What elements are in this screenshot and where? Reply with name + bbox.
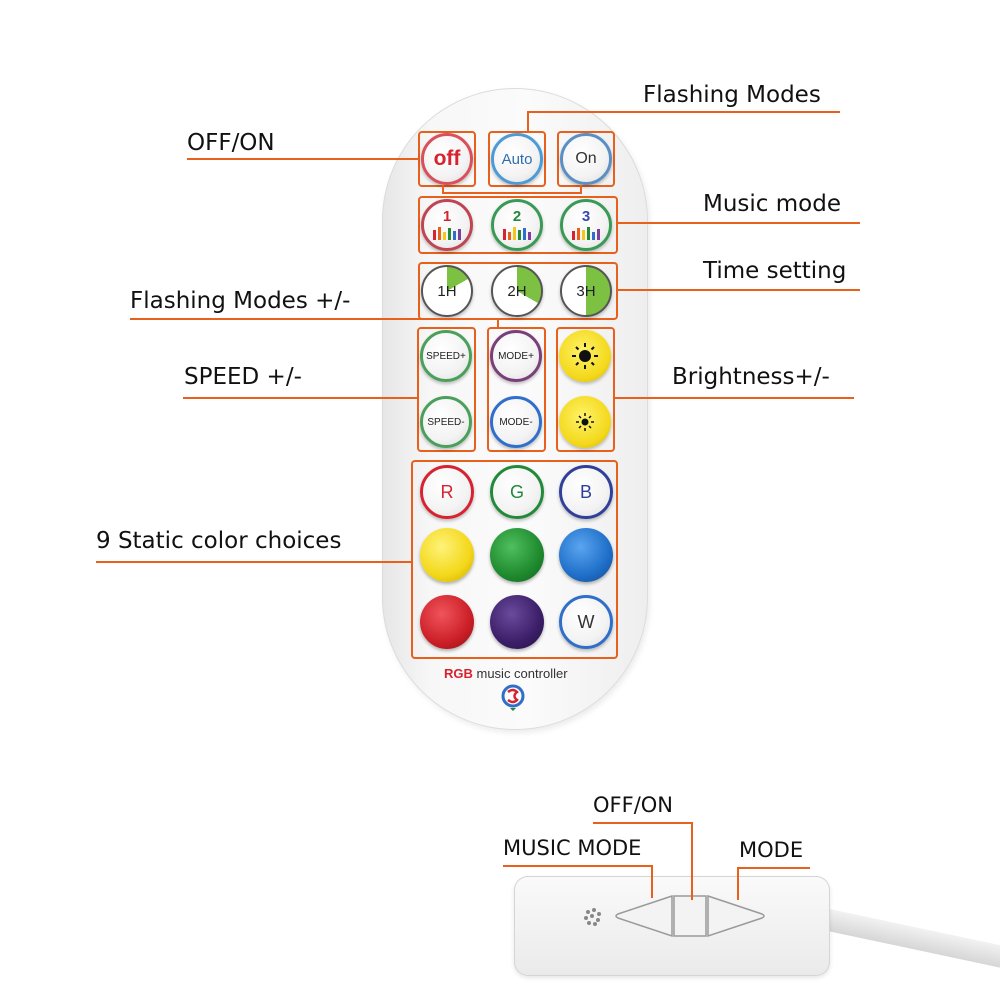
mode-down-label: MODE- — [499, 416, 533, 428]
leader-ctrl-music-mode-drop — [651, 865, 653, 898]
label-time-setting: Time setting — [703, 258, 847, 284]
music-mode-2-button[interactable]: 2 — [491, 199, 543, 251]
mode-frame — [487, 327, 546, 452]
red-button[interactable]: R — [420, 465, 474, 519]
label-flashing-modes: Flashing Modes — [643, 82, 821, 108]
brightness-frame — [556, 327, 615, 452]
leader-time-setting — [617, 289, 860, 291]
leader-flashing-modes-drop — [527, 111, 529, 133]
mode-down-button[interactable]: MODE- — [490, 396, 542, 448]
mode-up-label: MODE+ — [498, 350, 534, 362]
equalizer-icon — [503, 227, 531, 240]
off-button-label: off — [433, 147, 461, 170]
music-mode-1-button[interactable]: 1 — [421, 199, 473, 251]
red-label: R — [440, 481, 454, 502]
timer-3h-button[interactable]: 3H — [560, 265, 612, 317]
label-ctrl-mode: MODE — [739, 838, 804, 862]
green-color-button[interactable] — [490, 528, 544, 582]
leader-ctrl-mode — [738, 867, 810, 869]
sky-blue-color-button[interactable] — [559, 528, 613, 582]
sun-small-icon — [576, 413, 594, 431]
mode-up-button[interactable]: MODE+ — [490, 330, 542, 382]
label-ctrl-off-on: OFF/ON — [593, 793, 674, 817]
leader-ctrl-music-mode — [503, 865, 653, 867]
leader-off-on-bridge — [442, 192, 582, 194]
remote-caption: RGB music controller — [444, 666, 568, 681]
timer-1h-label: 1H — [437, 282, 457, 300]
speed-frame — [417, 327, 476, 452]
label-flashing-modes-pm: Flashing Modes +/- — [130, 288, 351, 314]
equalizer-icon — [433, 227, 461, 240]
purple-color-button[interactable] — [490, 595, 544, 649]
timer-3h-label: 3H — [576, 282, 596, 300]
label-ctrl-music-mode: MUSIC MODE — [503, 836, 642, 860]
leader-off-on-left — [442, 185, 444, 193]
music-mode-side-button[interactable] — [618, 896, 672, 936]
leader-flashing-modes-pm — [130, 318, 498, 320]
red-color-button[interactable] — [420, 595, 474, 649]
caption-rgb: RGB — [444, 666, 473, 681]
leader-off-on-right — [580, 185, 582, 193]
leader-brightness — [614, 397, 854, 399]
label-static-colors: 9 Static color choices — [96, 528, 342, 554]
sun-icon — [572, 343, 598, 369]
speed-up-button[interactable]: SPEED+ — [420, 330, 472, 382]
leader-flashing-modes-pm-drop — [497, 318, 499, 328]
speed-up-label: SPEED+ — [426, 350, 466, 362]
auto-button[interactable]: Auto — [491, 133, 543, 185]
on-frame — [557, 131, 615, 187]
blue-label: B — [579, 481, 592, 502]
leader-flashing-modes — [527, 111, 840, 113]
mode-side-button[interactable] — [708, 896, 762, 936]
leader-ctrl-off-on — [593, 822, 693, 824]
caption-text: music controller — [472, 666, 568, 681]
label-music-mode: Music mode — [703, 191, 841, 217]
power-cable — [821, 908, 1000, 972]
timer-2h-label: 2H — [507, 282, 527, 300]
label-speed: SPEED +/- — [184, 364, 302, 390]
leader-ctrl-mode-drop — [737, 867, 739, 900]
equalizer-icon — [572, 227, 600, 240]
leader-ctrl-off-on-drop — [691, 822, 693, 900]
timer-2h-button[interactable]: 2H — [491, 265, 543, 317]
green-button[interactable]: G — [490, 465, 544, 519]
music-mode-1-label: 1 — [442, 208, 452, 225]
controller-buttons — [615, 894, 765, 938]
leader-speed — [183, 397, 418, 399]
white-label: W — [577, 611, 595, 632]
blue-button[interactable]: B — [559, 465, 613, 519]
music-mode-3-label: 3 — [581, 208, 591, 225]
leader-music-mode — [617, 222, 860, 224]
brand-logo-icon — [501, 684, 525, 711]
microphone-icon — [584, 908, 601, 926]
timer-1h-button[interactable]: 1H — [421, 265, 473, 317]
yellow-color-button[interactable] — [420, 528, 474, 582]
off-frame — [418, 131, 476, 187]
static-color-frame — [411, 460, 618, 659]
leader-off-on — [187, 158, 419, 160]
white-button[interactable]: W — [559, 595, 613, 649]
green-label: G — [509, 481, 524, 502]
on-button-label: On — [575, 150, 597, 167]
time-setting-frame — [418, 262, 618, 320]
label-brightness: Brightness+/- — [672, 364, 830, 390]
on-button[interactable]: On — [560, 133, 612, 185]
brightness-down-button[interactable] — [559, 396, 611, 448]
auto-button-label: Auto — [501, 150, 533, 168]
auto-frame — [488, 131, 546, 187]
off-on-side-button[interactable] — [674, 896, 706, 936]
music-mode-3-button[interactable]: 3 — [560, 199, 612, 251]
speed-down-button[interactable]: SPEED- — [420, 396, 472, 448]
off-button[interactable]: off — [421, 133, 473, 185]
brightness-up-button[interactable] — [559, 330, 611, 382]
music-mode-2-label: 2 — [512, 208, 522, 225]
speed-down-label: SPEED- — [427, 416, 465, 428]
label-off-on: OFF/ON — [187, 130, 275, 156]
music-mode-frame — [418, 196, 618, 254]
leader-static-colors — [96, 561, 412, 563]
